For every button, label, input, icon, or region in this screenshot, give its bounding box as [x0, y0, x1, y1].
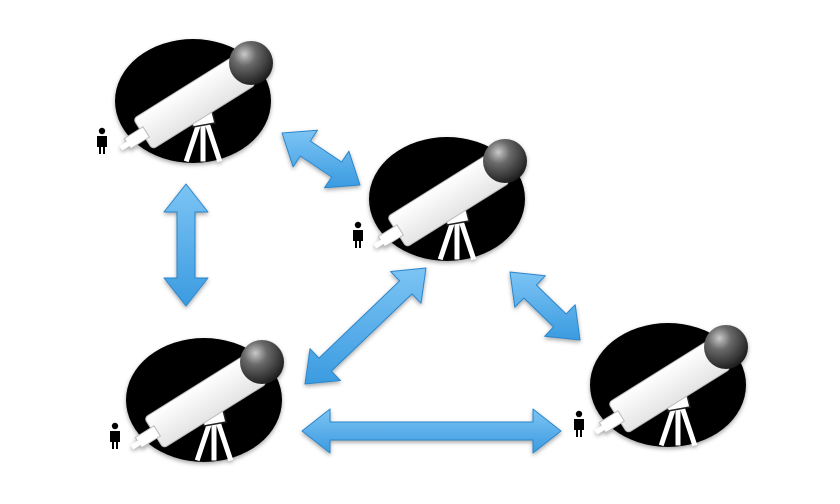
bidirectional-arrow-center-to-bottom-right — [509, 271, 581, 341]
telescope-icon — [122, 338, 284, 462]
person-icon — [353, 221, 363, 248]
bidirectional-arrow-center-to-bottom-left — [304, 267, 427, 385]
bidirectional-arrow-bottom-left-to-bottom-right — [301, 408, 562, 454]
person-icon — [574, 410, 584, 437]
telescope-node-bottom-right — [586, 323, 748, 447]
bidirectional-arrow-top-left-to-bottom-left — [163, 183, 209, 307]
telescope-icon — [365, 137, 527, 261]
telescope-node-top-left — [111, 39, 273, 163]
telescope-icon — [586, 323, 748, 447]
bidirectional-arrow-top-left-to-center — [281, 129, 361, 189]
telescope-icon — [111, 39, 273, 163]
arrows-layer — [163, 129, 581, 454]
telescope-node-center — [365, 137, 527, 261]
person-icon — [110, 422, 120, 449]
person-icon — [97, 127, 107, 154]
telescope-node-bottom-left — [122, 338, 284, 462]
